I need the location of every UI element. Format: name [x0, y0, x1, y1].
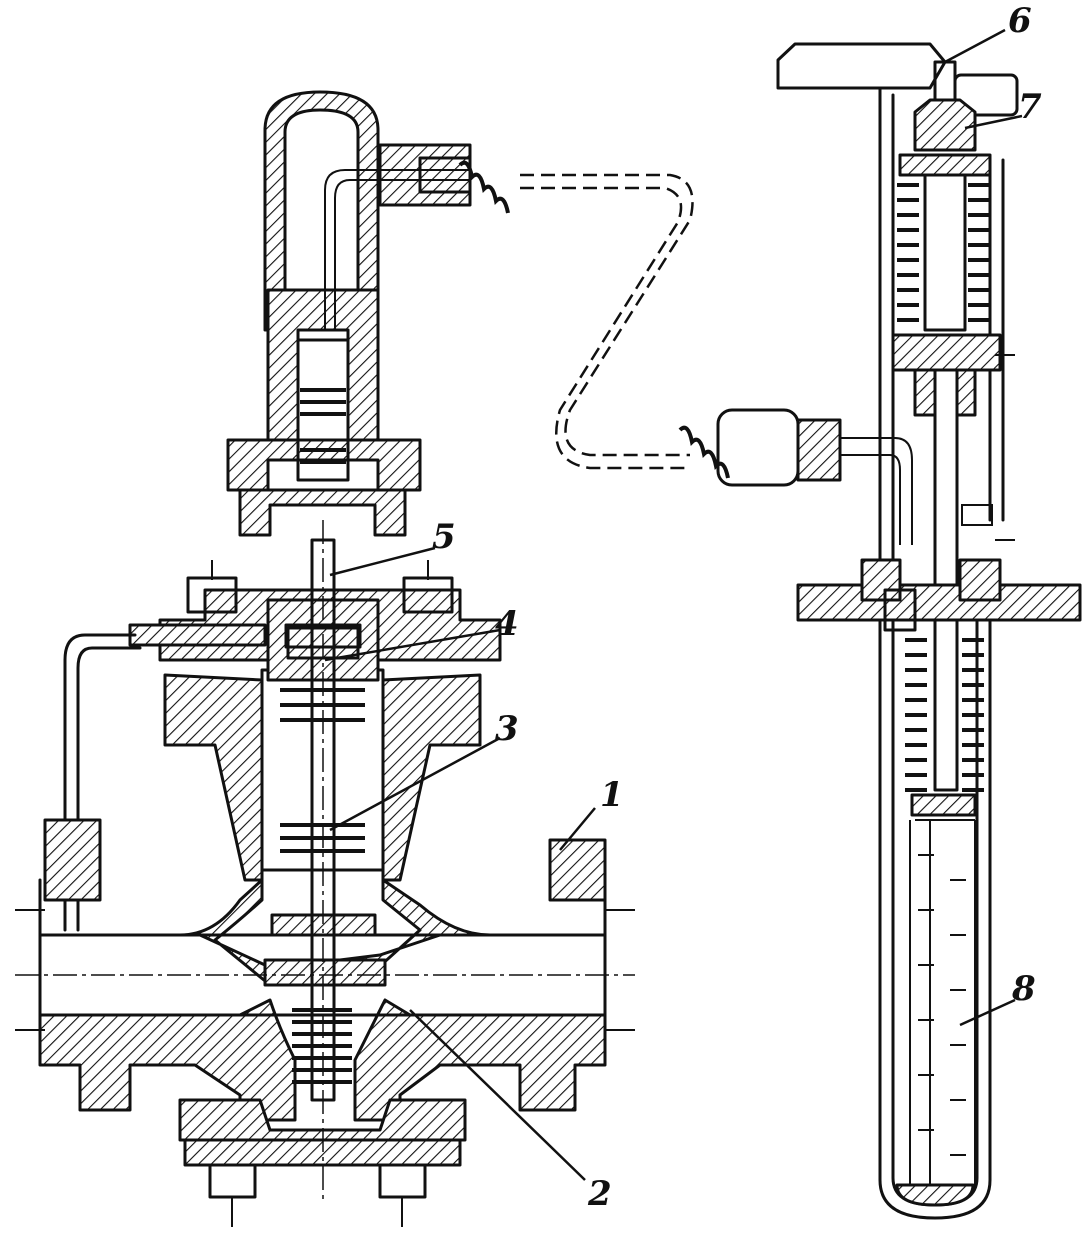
bottom-spring: [292, 1008, 352, 1084]
valve-disc: [263, 913, 387, 987]
adjusting-handle: [776, 42, 1019, 117]
center-lines: [15, 520, 635, 1200]
callouts: 1 2 3 4 5 6 7 8: [324, 1, 1042, 1214]
callout-6: 6: [944, 1, 1032, 64]
mounting-flange: [796, 558, 1082, 632]
casing-marks: [995, 354, 1015, 541]
upper-bellows: [891, 153, 1002, 372]
bulb-rod: [913, 368, 993, 792]
label-1: 1: [600, 775, 624, 815]
equalizer-tube: [43, 633, 142, 932]
label-5: 5: [432, 517, 456, 557]
callout-4: 4: [324, 604, 519, 662]
adjusting-nut: [913, 98, 977, 152]
bulb-casing: [878, 86, 1005, 1220]
callout-2: 2: [409, 1009, 612, 1214]
bulb-liquid-scale: [895, 819, 976, 1207]
label-3: 3: [495, 709, 519, 749]
valve-assembly: [15, 90, 694, 1227]
label-6: 6: [1008, 1, 1032, 41]
thermal-bulb-assembly: [678, 42, 1082, 1220]
label-4: 4: [495, 604, 519, 644]
label-2: 2: [587, 1174, 612, 1214]
lower-bellows: [905, 638, 984, 817]
capillary-tube: [520, 173, 694, 470]
capillary-connector-nut: [324, 143, 510, 330]
label-8: 8: [1011, 969, 1036, 1009]
label-7: 7: [1018, 87, 1042, 127]
bottom-cover: [178, 1098, 467, 1227]
callout-5: 5: [329, 517, 456, 577]
upper-bonnet: [226, 288, 422, 537]
callout-3: 3: [329, 709, 519, 832]
bulb-connector: [678, 408, 913, 545]
callout-8: 8: [959, 969, 1036, 1027]
callout-1: 1: [559, 775, 624, 851]
callout-7: 7: [964, 87, 1042, 130]
